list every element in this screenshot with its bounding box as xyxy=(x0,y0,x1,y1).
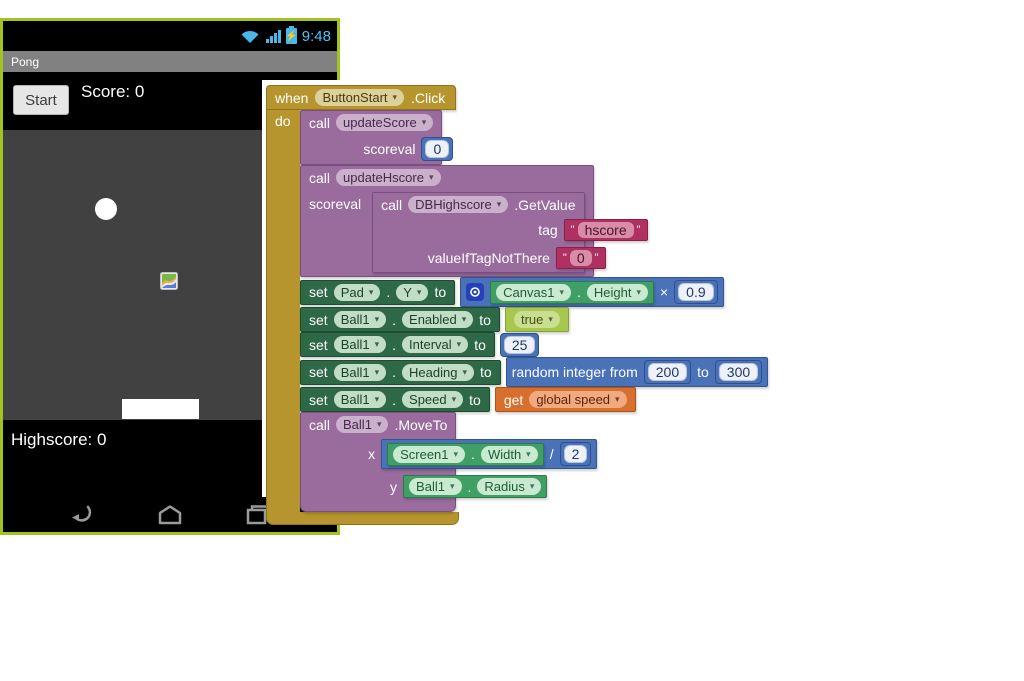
dropdown-height-property[interactable]: Height xyxy=(586,283,648,301)
block-number-300[interactable]: 300 xyxy=(714,360,763,384)
when-block-footer[interactable] xyxy=(266,512,459,525)
ball-sprite[interactable] xyxy=(95,198,117,220)
block-call-ball1-moveto[interactable]: call Ball1 .MoveTo x Screen1 . Width xyxy=(300,412,598,512)
dropdown-canvas1[interactable]: Canvas1 xyxy=(496,283,571,301)
block-set-ball1-enabled[interactable]: set Ball1 . Enabled to xyxy=(300,307,500,332)
dropdown-interval-property[interactable]: Interval xyxy=(402,336,469,353)
battery-icon: ⚡ xyxy=(285,26,298,44)
block-number-0[interactable]: 0 xyxy=(421,137,454,161)
block-logic-true[interactable]: true xyxy=(504,307,569,332)
dropdown-speed-property[interactable]: Speed xyxy=(402,391,464,408)
block-call-updatescore[interactable]: call updateScore scoreval 0 xyxy=(300,110,454,165)
wifi-icon xyxy=(241,30,259,43)
block-call-dbhighscore-getvalue[interactable]: call DBHighscore .GetValue tag " hscore xyxy=(372,192,648,273)
dropdown-radius-property[interactable]: Radius xyxy=(477,478,542,495)
block-set-ball1-speed[interactable]: set Ball1 . Speed to xyxy=(300,387,490,412)
block-when-buttonstart-click[interactable]: when ButtonStart .Click do call updateSc… xyxy=(266,85,822,525)
param-scoreval-label: scoreval xyxy=(309,196,362,212)
block-set-ball1-interval[interactable]: set Ball1 . Interval to xyxy=(300,332,495,357)
signal-icon xyxy=(265,29,281,43)
dropdown-pad[interactable]: Pad xyxy=(333,283,381,301)
do-section-label: do xyxy=(266,110,300,512)
param-scoreval-label: scoreval xyxy=(363,141,416,157)
dropdown-ball1[interactable]: Ball1 xyxy=(333,363,387,381)
block-text-0[interactable]: " 0 " xyxy=(555,247,606,269)
dropdown-updatehscore[interactable]: updateHscore xyxy=(336,169,441,186)
block-get-canvas1-height[interactable]: Canvas1 . Height xyxy=(490,280,654,304)
start-button[interactable]: Start xyxy=(13,85,69,115)
block-text-hscore[interactable]: " hscore " xyxy=(563,219,648,241)
back-icon[interactable] xyxy=(67,504,97,526)
dropdown-ball1[interactable]: Ball1 xyxy=(333,336,387,353)
paddle-sprite[interactable] xyxy=(122,399,199,419)
dropdown-heading-property[interactable]: Heading xyxy=(402,363,474,381)
dropdown-global-speed[interactable]: global speed xyxy=(529,391,627,408)
block-set-pad-y[interactable]: set Pad . Y to xyxy=(300,279,456,305)
app-title-bar: Pong xyxy=(3,51,337,72)
block-get-ball1-radius[interactable]: Ball1 . Radius xyxy=(403,475,548,498)
param-x-label: x xyxy=(368,446,376,462)
dropdown-buttonstart[interactable]: ButtonStart xyxy=(315,89,405,106)
status-bar: ⚡ 9:48 xyxy=(3,21,337,51)
image-sprite[interactable] xyxy=(160,272,178,290)
param-tag-label: tag xyxy=(538,222,558,238)
param-valueiftagnotthere-label: valueIfTagNotThere xyxy=(427,250,550,266)
block-call-updatehscore[interactable]: call updateHscore scoreval call DBHighsc… xyxy=(300,165,648,277)
score-label: Score: 0 xyxy=(81,82,145,101)
block-number-0.9[interactable]: 0.9 xyxy=(674,280,718,304)
dropdown-ball1[interactable]: Ball1 xyxy=(333,311,387,328)
statement-stack: call updateScore scoreval 0 call updateH… xyxy=(300,110,769,512)
dropdown-ball1[interactable]: Ball1 xyxy=(333,391,387,408)
blocks-workspace[interactable]: when ButtonStart .Click do call updateSc… xyxy=(262,80,822,525)
param-y-label: y xyxy=(390,478,398,495)
block-get-global-speed[interactable]: get global speed xyxy=(494,387,636,412)
dropdown-y-property[interactable]: Y xyxy=(396,283,429,301)
block-random-integer[interactable]: random integer from 200 to 300 xyxy=(505,357,769,387)
block-multiply[interactable]: Canvas1 . Height × 0.9 xyxy=(460,277,724,307)
block-number-2[interactable]: 2 xyxy=(559,442,592,466)
multiply-operator: × xyxy=(659,284,669,300)
when-block-header[interactable]: when ButtonStart .Click xyxy=(266,85,457,110)
app-title: Pong xyxy=(11,54,40,69)
dropdown-screen1[interactable]: Screen1 xyxy=(393,445,466,463)
block-set-ball1-heading[interactable]: set Ball1 . Heading to xyxy=(300,359,501,385)
dropdown-dbhighscore[interactable]: DBHighscore xyxy=(408,196,509,213)
dropdown-ball1[interactable]: Ball1 xyxy=(336,416,389,433)
block-divide[interactable]: Screen1 . Width / 2 xyxy=(381,439,598,469)
status-time: 9:48 xyxy=(301,27,331,45)
dropdown-ball1[interactable]: Ball1 xyxy=(409,478,462,495)
block-get-screen1-width[interactable]: Screen1 . Width xyxy=(387,442,544,466)
block-number-25[interactable]: 25 xyxy=(499,332,540,357)
mutator-icon[interactable] xyxy=(466,283,485,301)
dropdown-enabled-property[interactable]: Enabled xyxy=(402,311,474,328)
dropdown-updatescore[interactable]: updateScore xyxy=(336,114,434,131)
block-number-200[interactable]: 200 xyxy=(643,360,692,384)
home-icon[interactable] xyxy=(155,504,185,526)
divide-operator: / xyxy=(549,446,554,462)
dropdown-width-property[interactable]: Width xyxy=(480,445,538,463)
highscore-label: Highscore: 0 xyxy=(11,430,107,449)
dropdown-true[interactable]: true xyxy=(513,311,560,328)
